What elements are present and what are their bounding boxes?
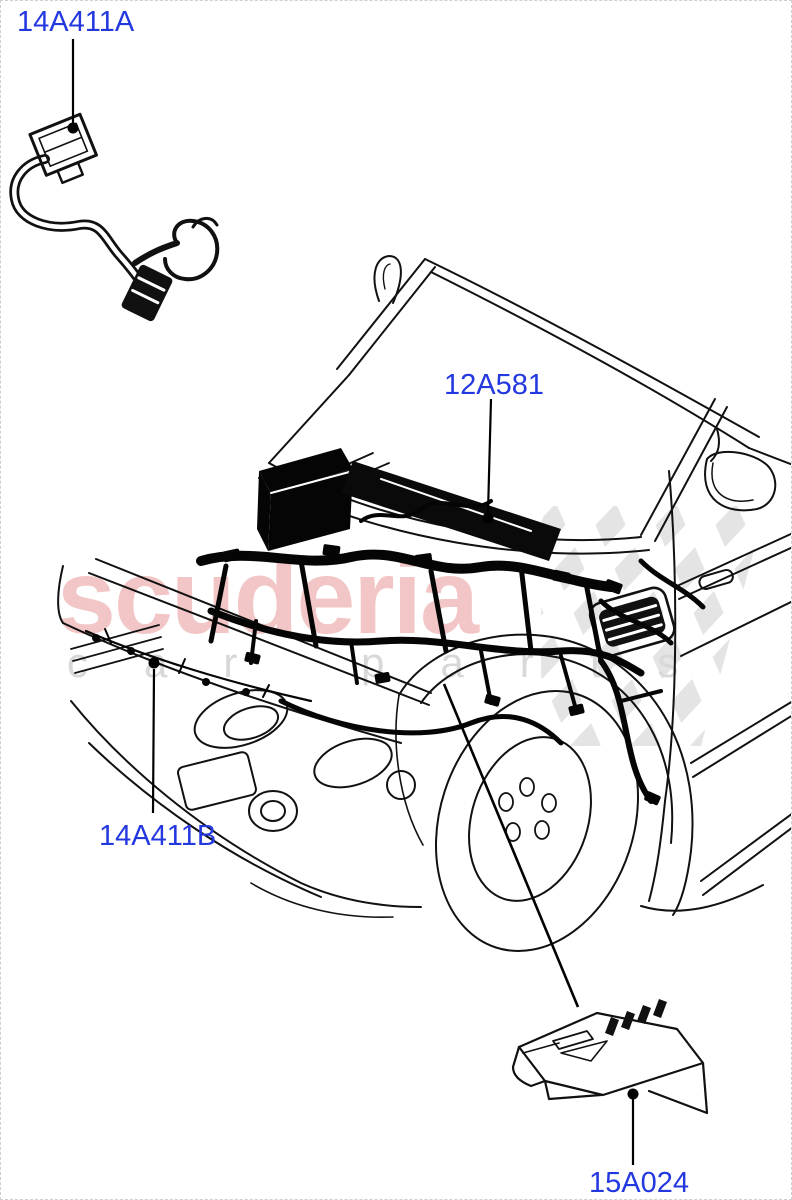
part-label-15A024[interactable]: 15A024 <box>589 1167 689 1199</box>
pigtail-end-connector <box>121 264 173 322</box>
front-end <box>57 558 432 919</box>
number-plate-recess <box>177 751 257 811</box>
component-15A024-bracket <box>511 999 709 1115</box>
leader-lines <box>67 39 639 1165</box>
pigtail-connector-box <box>28 112 98 185</box>
part-labels: 14A411A 12A581 14A411B 15A024 <box>17 6 689 1199</box>
bracket-clip-teeth <box>605 999 667 1036</box>
headlamp-right <box>313 737 393 789</box>
harness-connectors <box>222 544 661 806</box>
wheel-lug-holes <box>498 777 557 842</box>
engine-bay-harness <box>84 448 706 806</box>
side-mirror <box>704 428 777 512</box>
ecu-box <box>257 448 354 551</box>
engine-cover <box>341 461 561 561</box>
part-label-14A411A[interactable]: 14A411A <box>17 6 135 38</box>
part-label-14A411B[interactable]: 14A411B <box>99 820 216 852</box>
front-bumper-harness <box>84 628 313 703</box>
door-handle <box>698 568 734 590</box>
part-label-12A581[interactable]: 12A581 <box>444 369 544 401</box>
roof-and-pillars <box>268 258 791 542</box>
component-14A411A-pigtail <box>9 112 220 322</box>
grille-slats <box>70 624 164 674</box>
fog-lamp <box>248 790 298 832</box>
antenna <box>373 255 402 304</box>
door-and-body-lines <box>640 470 791 912</box>
